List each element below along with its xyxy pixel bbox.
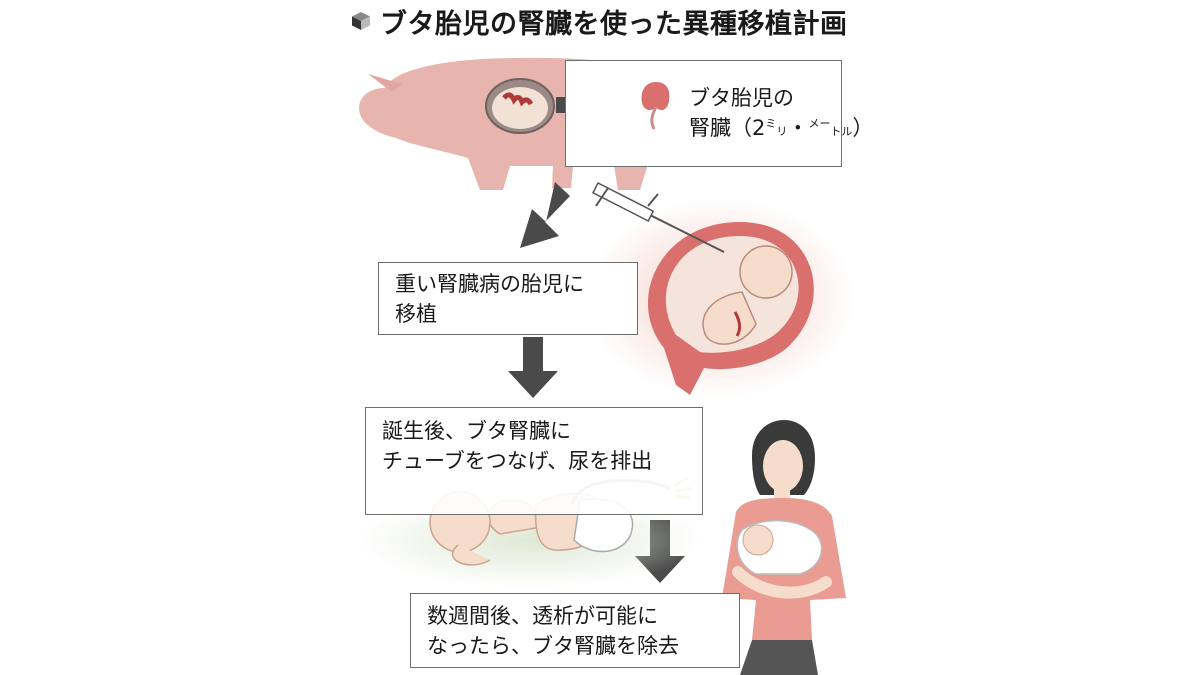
step-dialysis-line1: 数週間後、透析が可能に [427, 604, 658, 628]
fetus-womb-illustration [585, 198, 855, 398]
step-transplant-line1: 重い腎臓病の胎児に [395, 272, 584, 296]
step-birth-line1: 誕生後、ブタ腎臓に [382, 419, 571, 443]
kidney-icon [641, 82, 670, 130]
title-text: ブタ胎児の腎臓を使った異種移植計画 [380, 8, 848, 40]
step-kidney-line1: ブタ胎児の [689, 86, 794, 110]
step-transplant-box: 重い腎臓病の胎児に 移植 [378, 262, 638, 335]
step-dialysis-box: 数週間後、透析が可能に なったら、ブタ腎臓を除去 [410, 593, 740, 668]
arrow-to-birth [508, 337, 558, 398]
step-dialysis-line2: なったら、ブタ腎臓を除去 [427, 634, 679, 658]
mother-illustration [722, 420, 846, 675]
step-kidney-line2: 腎臓（2ミリ・メートル） [689, 116, 874, 140]
arrow-to-transplant [520, 182, 570, 248]
step-birth-box: 誕生後、ブタ腎臓に チューブをつなげ、尿を排出 [365, 407, 703, 515]
step-transplant-line2: 移植 [395, 302, 437, 326]
cube-icon [352, 12, 370, 30]
step-kidney-box: ブタ胎児の 腎臓（2ミリ・メートル） [565, 60, 874, 167]
diagram-title: ブタ胎児の腎臓を使った異種移植計画 [350, 2, 848, 40]
step-birth-line2: チューブをつなげ、尿を排出 [382, 449, 653, 473]
syringe-illustration [591, 181, 725, 253]
